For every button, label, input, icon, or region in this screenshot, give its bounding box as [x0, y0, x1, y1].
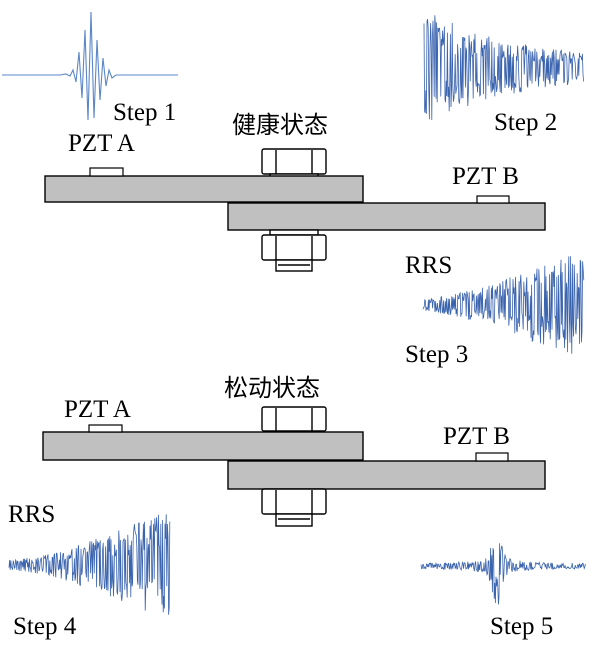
- top-pzt-b-label: PZT B: [452, 163, 519, 190]
- step3-label: Step 3: [405, 341, 469, 368]
- bottom-pzt-a-patch: [88, 424, 123, 433]
- bottom-rrs-label: RRS: [8, 501, 56, 528]
- bottom-nut: [261, 406, 327, 432]
- top-joint: [44, 148, 546, 272]
- bottom-bolt-head: [261, 488, 327, 527]
- bottom-pzt-a-label: PZT A: [64, 396, 131, 423]
- step1-label: Step 1: [113, 99, 177, 126]
- bottom-upper-plate: [42, 431, 364, 461]
- step4-rrs-signal: [8, 514, 171, 615]
- step2-received-signal: [423, 15, 584, 121]
- top-rrs-label: RRS: [405, 252, 453, 279]
- step5-received-signal: [420, 543, 586, 605]
- step5-label: Step 5: [490, 613, 554, 640]
- top-pzt-a-label: PZT A: [68, 130, 135, 157]
- bottom-joint: [42, 406, 546, 527]
- bottom-pzt-b-label: PZT B: [443, 423, 510, 450]
- top-lower-plate: [227, 202, 546, 231]
- step4-label: Step 4: [13, 613, 77, 640]
- step1-excitation-waveform: [2, 11, 178, 121]
- top-nut: [261, 148, 327, 180]
- bottom-pzt-b-patch: [475, 452, 509, 462]
- step3-rrs-signal: [422, 256, 585, 354]
- step2-label: Step 2: [494, 109, 558, 136]
- top-bolt-head: [261, 229, 327, 272]
- top-pzt-a-patch: [89, 167, 124, 177]
- bottom-lower-plate: [227, 460, 546, 490]
- top-pzt-b-patch: [476, 195, 510, 204]
- top-upper-plate: [44, 175, 364, 203]
- healthy-state-label: 健康状态: [232, 111, 328, 139]
- loosened-state-label: 松动状态: [224, 374, 320, 402]
